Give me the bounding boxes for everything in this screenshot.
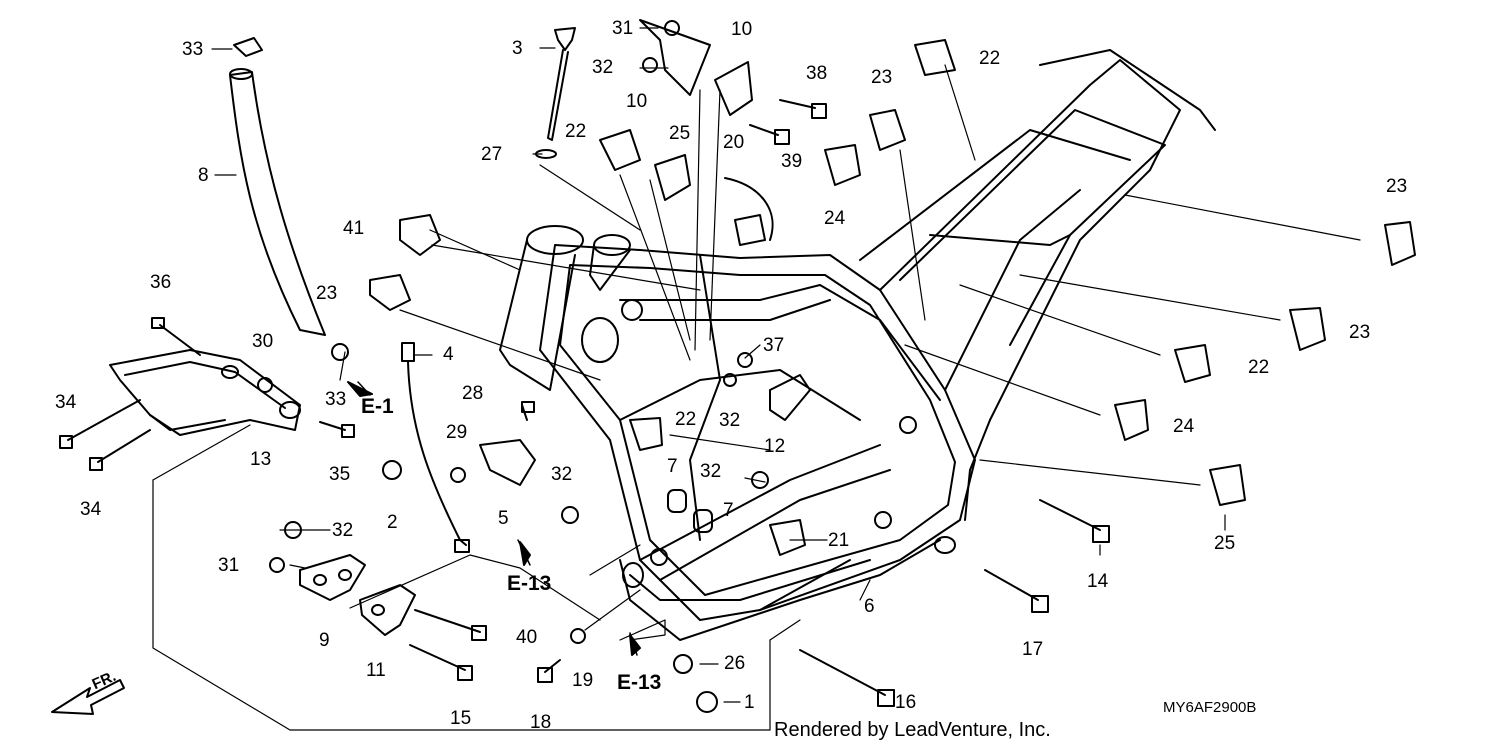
bolts xyxy=(59,99,1110,707)
diagram-code: MY6AF2900B xyxy=(1163,699,1257,716)
part-label: 7 xyxy=(667,456,678,477)
part-label: 23 xyxy=(1349,322,1371,343)
part-label: 23 xyxy=(1386,176,1408,197)
part-label: 3 xyxy=(512,38,523,59)
oil-hose xyxy=(401,342,470,553)
part-label: 9 xyxy=(319,630,330,651)
part-label: 30 xyxy=(252,331,274,352)
part-label: 14 xyxy=(1087,571,1109,592)
part-label: 32 xyxy=(551,464,573,485)
guard-plate xyxy=(109,349,301,436)
part-label: 23 xyxy=(871,67,893,88)
head-pipe xyxy=(499,225,643,391)
part-label: 32 xyxy=(719,410,741,431)
part-label: 27 xyxy=(481,144,503,165)
part-label: 26 xyxy=(724,653,746,674)
part-label: 25 xyxy=(669,123,691,144)
wire-clips xyxy=(369,39,1416,506)
part-label: 35 xyxy=(329,464,351,485)
part-label: 13 xyxy=(250,449,272,470)
part-label: 22 xyxy=(675,409,697,430)
part-label: 31 xyxy=(612,18,634,39)
part-label: 10 xyxy=(626,91,648,112)
part-label: 8 xyxy=(198,165,209,186)
brackets xyxy=(299,19,811,636)
part-label: 31 xyxy=(218,555,240,576)
part-label: 20 xyxy=(723,132,745,153)
part-label: 22 xyxy=(565,121,587,142)
section-ref-e13[interactable]: E-13 xyxy=(617,671,662,694)
leader-lines xyxy=(152,27,1361,731)
part-label: 25 xyxy=(1214,533,1236,554)
part-label: 7 xyxy=(723,500,734,521)
part-label: 15 xyxy=(450,708,472,729)
part-label: 32 xyxy=(592,57,614,78)
frame-body xyxy=(539,49,1216,621)
part-label: 36 xyxy=(150,272,172,293)
part-label: 34 xyxy=(80,499,102,520)
part-label: 32 xyxy=(700,461,722,482)
part-label: 16 xyxy=(895,692,917,713)
nuts-washers xyxy=(257,20,806,713)
section-ref-e13[interactable]: E-13 xyxy=(507,572,552,595)
part-label: 4 xyxy=(443,344,454,365)
part-label: 41 xyxy=(343,218,365,239)
part-label: 6 xyxy=(864,596,875,617)
part-label: 29 xyxy=(446,422,468,443)
front-arrow-icon xyxy=(51,679,125,715)
part-label: 34 xyxy=(55,392,77,413)
part-label: 24 xyxy=(1173,416,1195,437)
lower-rails xyxy=(619,416,956,641)
part-label: 22 xyxy=(979,48,1001,69)
part-label: 12 xyxy=(764,436,786,457)
part-label: 37 xyxy=(763,335,785,356)
part-label: 5 xyxy=(498,508,509,529)
credit-text: Rendered by LeadVenture, Inc. xyxy=(774,719,1051,741)
part-label: 10 xyxy=(731,19,753,40)
part-label: 38 xyxy=(806,63,828,84)
fuel-tube xyxy=(229,37,326,336)
part-label: 39 xyxy=(781,151,803,172)
part-label: 19 xyxy=(572,670,594,691)
part-label: 11 xyxy=(366,660,386,681)
part-label: 22 xyxy=(1248,357,1270,378)
part-label: 24 xyxy=(824,208,846,229)
part-label: 2 xyxy=(387,512,398,533)
part-label: 1 xyxy=(744,692,755,713)
part-label: 33 xyxy=(182,39,204,60)
part-label: 23 xyxy=(316,283,338,304)
part-label: 40 xyxy=(516,627,538,648)
part-label: 18 xyxy=(530,712,552,733)
part-label: 17 xyxy=(1022,639,1044,660)
part-label: 33 xyxy=(325,389,347,410)
part-label: 32 xyxy=(332,520,354,541)
part-label: 28 xyxy=(462,383,484,404)
section-ref-e1[interactable]: E-1 xyxy=(361,395,394,418)
part-label: 21 xyxy=(828,530,850,551)
